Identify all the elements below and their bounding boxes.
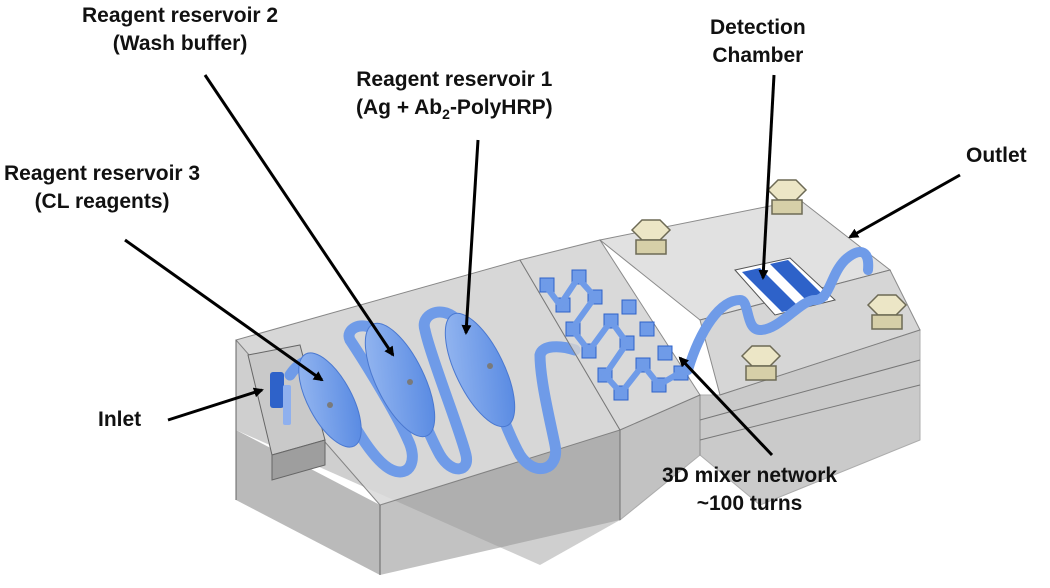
reagent-reservoirs [298,312,516,448]
label-reservoir-2-line1: Reagent reservoir 2 [82,4,279,27]
label-reservoir-2-line2: (Wash buffer) [112,32,248,55]
arrow-reservoir3 [124,238,324,382]
label-detection-line2: Chamber [712,44,804,67]
label-inlet: Inlet [98,408,142,431]
arrow-detection [758,74,776,280]
label-detection-chamber: Detection Chamber [710,14,806,70]
callout-arrows [124,74,961,457]
label-reservoir-3: Reagent reservoir 3 (CL reagents) [4,160,200,216]
label-outlet: Outlet [966,144,1027,167]
reservoir-1-chamber [444,312,516,428]
label-detection-line1: Detection [710,16,806,39]
bolt [740,345,782,381]
arrow-mixer [678,356,774,457]
label-reservoir-3-line2: (CL reagents) [34,190,170,213]
arrow-inlet [167,387,264,422]
label-mixer-line1: 3D mixer network [662,464,838,487]
serpentine-channel [284,306,581,478]
label-reservoir-1: Reagent reservoir 1 (Ag + Ab2-PolyHRP) [356,66,553,128]
bolts [630,179,908,381]
bolt [866,294,908,330]
arrow-outlet [848,173,961,239]
label-reservoir-3-line1: Reagent reservoir 3 [4,162,201,185]
bolt [766,179,808,215]
bolt [630,219,672,255]
arrow-reservoir1 [461,139,480,335]
label-reservoir-1-line1: Reagent reservoir 1 [356,68,553,91]
label-reservoir-1-line2: (Ag + Ab2-PolyHRP) [356,96,553,123]
label-mixer-line2: ~100 turns [696,492,803,515]
label-mixer-network: 3D mixer network ~100 turns [662,462,837,518]
label-reservoir-2: Reagent reservoir 2 (Wash buffer) [82,2,278,58]
arrow-reservoir2 [203,74,395,357]
